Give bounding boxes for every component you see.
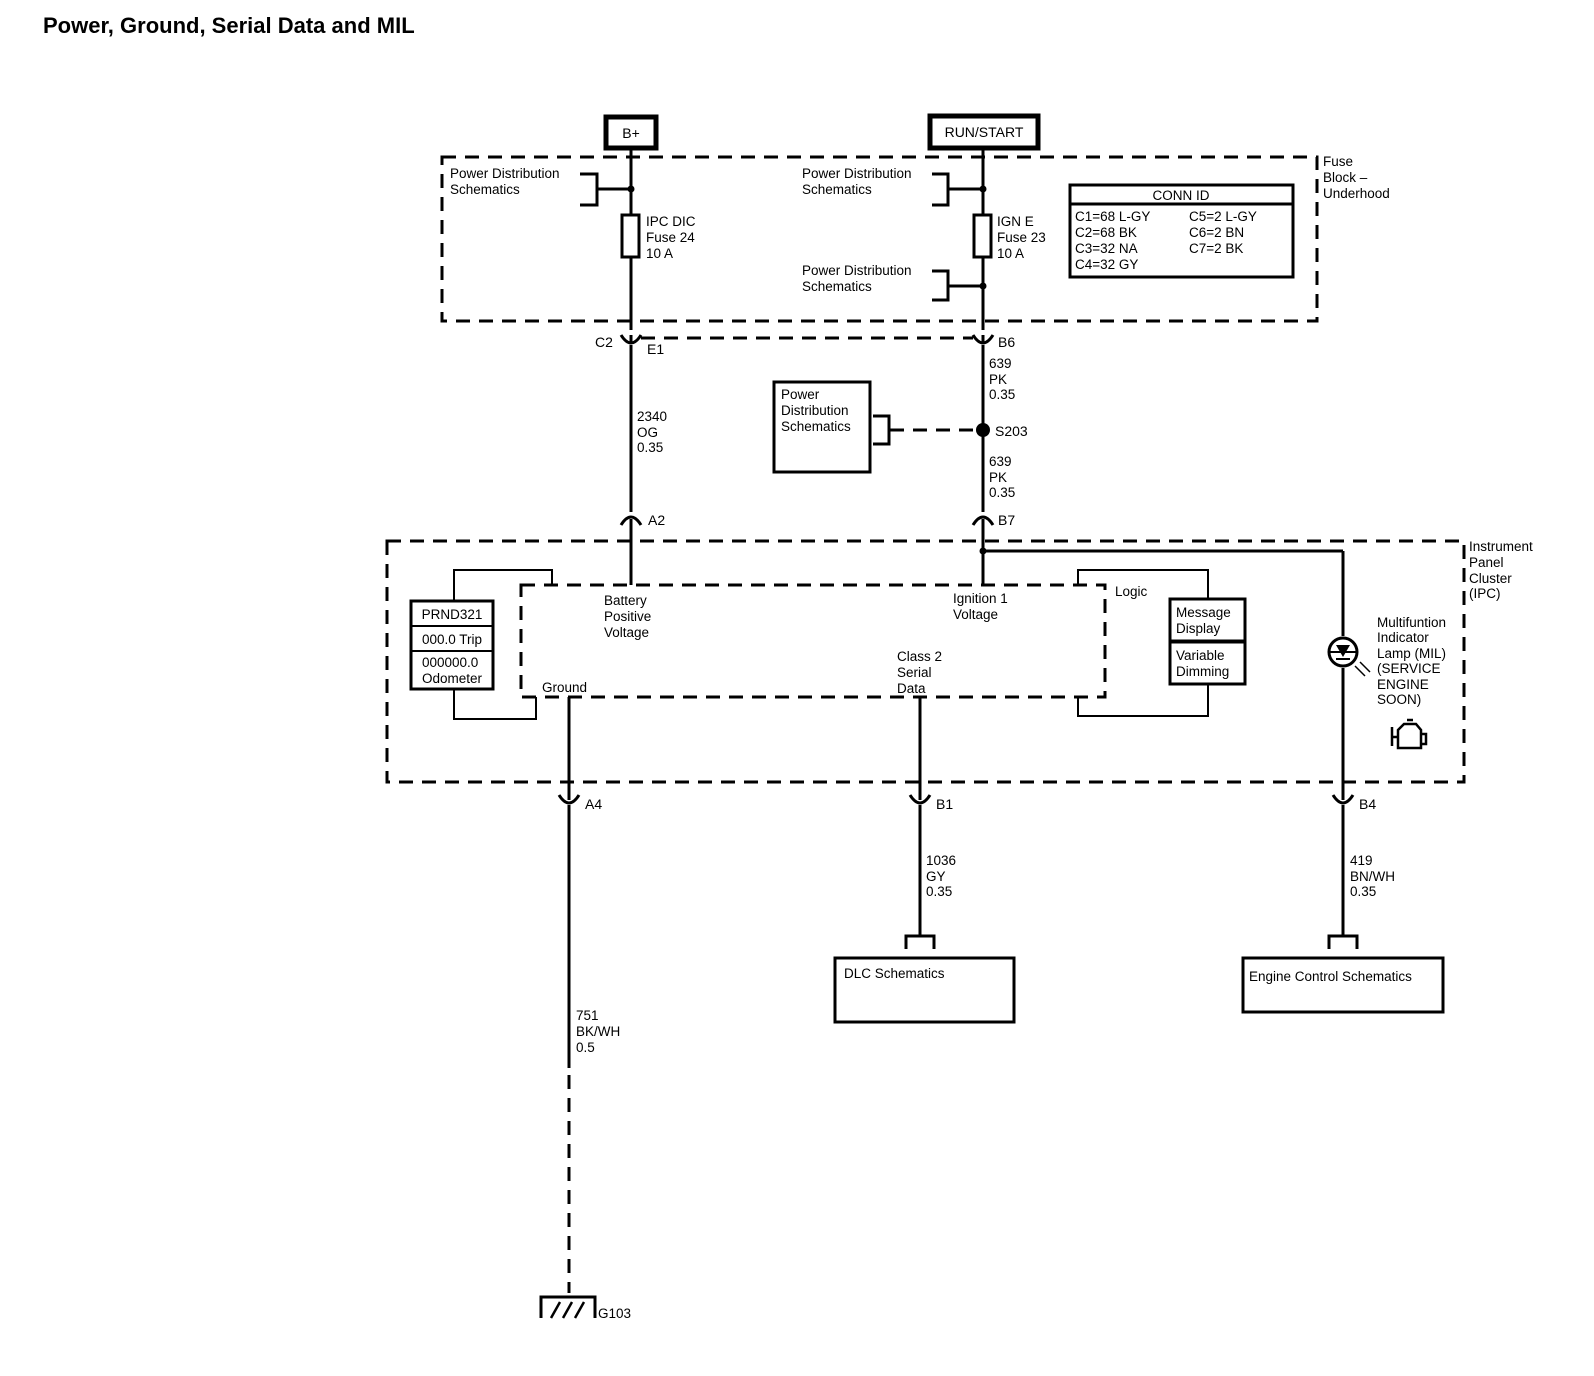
splice-s203 [976, 423, 990, 437]
power-distribution-box: Power Distribution Schematics [772, 380, 872, 474]
ipc-outline [385, 539, 1466, 784]
conn-a4-label: A4 [585, 796, 602, 812]
message-display-box: Message Display [1168, 597, 1247, 643]
svg-text:Power Distribution: Power Distribution Schematics [781, 387, 852, 434]
connector-a4 [557, 794, 581, 805]
ipc-logic-outline [519, 583, 1107, 699]
wire-2340-label: 2340 OG 0.35 [637, 409, 671, 455]
conn-id-col1: C1=68 L-GY C2=68 BK C3=32 NA C4=32 GY [1075, 209, 1154, 272]
fuse-block-outline [440, 155, 1319, 323]
ground-point-label: G103 [598, 1306, 631, 1321]
engine-control-label: Engine Control Schematics [1249, 969, 1412, 984]
ipc-dic-fuse-label: IPC DIC Fuse 24 10 A [646, 214, 699, 261]
b-plus-source: B+ [603, 114, 659, 151]
conn-b7-label: B7 [998, 512, 1015, 528]
trip-label: 000.0 Trip [422, 632, 482, 647]
battery-positive-label: Battery Positive Voltage [604, 593, 655, 640]
conn-c2-label: C2 [595, 334, 613, 350]
mil-label: Multifuntion Indicator Lamp (MIL) (SERVI… [1377, 615, 1450, 707]
svg-text:Variable Dimming: Variable Dimming [1176, 648, 1229, 679]
wire-1036-label: 1036 GY 0.35 [926, 853, 960, 899]
ignition-voltage-label: Ignition 1 Voltage [953, 591, 1012, 622]
diagram-title: Power, Ground, Serial Data and MIL [43, 13, 415, 38]
connector-b1 [908, 794, 932, 805]
conn-b4-label: B4 [1359, 796, 1376, 812]
ground-symbol [539, 1295, 597, 1319]
engine-control-box: Engine Control Schematics [1241, 956, 1445, 1014]
connector-b7 [971, 515, 995, 526]
conn-e1-label: E1 [647, 341, 664, 357]
connector-a2 [619, 515, 643, 526]
ipc-label: Instrument Panel Cluster (IPC) [1469, 539, 1537, 601]
conn-a2-label: A2 [648, 512, 665, 528]
wire-639a-label: 639 PK 0.35 [989, 356, 1015, 402]
dlc-label: DLC Schematics [844, 966, 945, 981]
ign-e-fuse [972, 213, 993, 259]
prnd-label: PRND321 [422, 607, 483, 622]
mil-lamp-icon [1327, 636, 1371, 677]
engine-icon [1390, 718, 1428, 750]
ground-label: Ground [542, 680, 587, 695]
run-start-label: RUN/START [945, 124, 1024, 140]
odometer-label: 000000.0 Odometer [422, 655, 483, 686]
ign-e-fuse-label: IGN E Fuse 23 10 A [997, 214, 1050, 261]
pds-label-1: Power Distribution Schematics [450, 166, 563, 197]
fuse-block-label: Fuse Block – Underhood [1323, 154, 1390, 201]
conn-id-table: CONN ID C1=68 L-GY C2=68 BK C3=32 NA C4=… [1068, 183, 1295, 279]
connector-b4 [1331, 794, 1355, 805]
wire-419-label: 419 BN/WH 0.35 [1350, 853, 1399, 899]
svg-text:Message Display: Message Display [1176, 605, 1235, 636]
odometer-display: PRND321 000.0 Trip 000000.0 Odometer [409, 599, 495, 691]
wire-751-label: 751 BK/WH 0.5 [576, 1008, 624, 1055]
wire-639b-label: 639 PK 0.35 [989, 454, 1015, 500]
dlc-schematics-box: DLC Schematics [833, 956, 1016, 1024]
pds-label-2: Power Distribution Schematics [802, 166, 915, 197]
conn-id-col2: C5=2 L-GY C6=2 BN C7=2 BK [1189, 209, 1260, 256]
serial-data-label: Class 2 Serial Data [897, 649, 946, 696]
b-plus-label: B+ [622, 125, 640, 141]
conn-id-header: CONN ID [1153, 188, 1210, 203]
logic-label: Logic [1115, 584, 1148, 599]
variable-dimming-box: Variable Dimming [1168, 640, 1247, 686]
pds-label-3: Power Distribution Schematics [802, 263, 915, 294]
conn-b1-label: B1 [936, 796, 953, 812]
ipc-dic-fuse [620, 213, 641, 259]
conn-b6-label: B6 [998, 334, 1015, 350]
splice-s203-label: S203 [995, 423, 1028, 439]
run-start-source: RUN/START [927, 113, 1041, 151]
